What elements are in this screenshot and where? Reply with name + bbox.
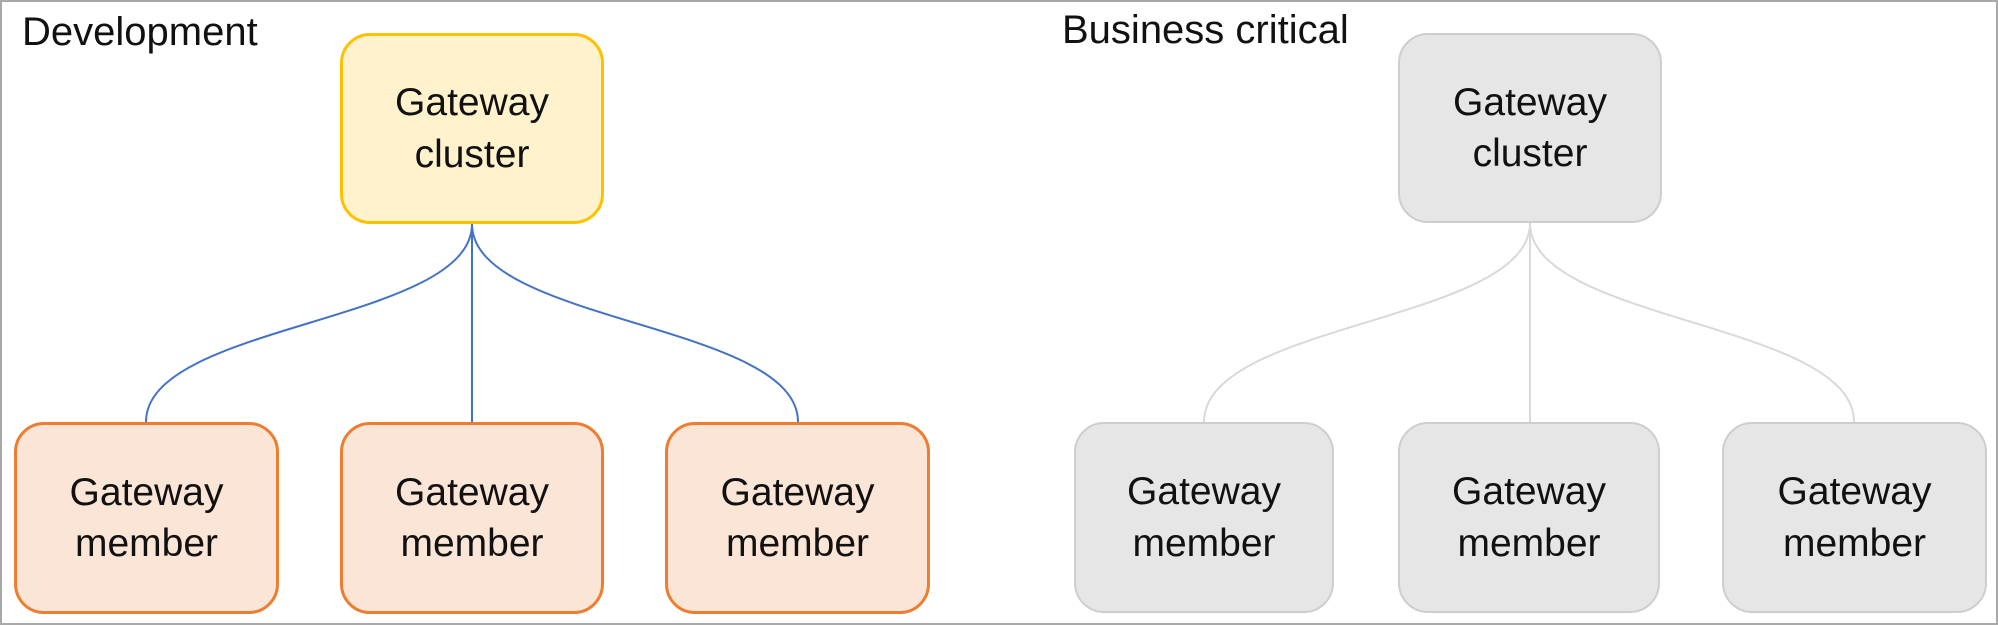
dev-gateway-member-label: Gateway member (395, 470, 549, 565)
bc-gateway-member-label: Gateway member (1452, 470, 1606, 565)
dev-gateway-member-node-2: Gateway member (340, 422, 604, 614)
bc-gateway-member-node-2: Gateway member (1398, 422, 1660, 613)
group-title-business-critical: Business critical (1062, 8, 1349, 52)
bc-gateway-member-label: Gateway member (1777, 470, 1932, 565)
dev-gateway-member-node-3: Gateway member (665, 422, 930, 614)
bc-gateway-member-label: Gateway member (1127, 470, 1281, 565)
dev-gateway-member-label: Gateway member (69, 470, 224, 565)
connector-dev-cluster-to-member-1 (145, 223, 473, 423)
group-title-development: Development (22, 10, 258, 54)
connector-bc-cluster-to-member-3 (1529, 222, 1855, 423)
dev-gateway-cluster-label: Gateway cluster (395, 81, 549, 176)
dev-gateway-cluster-node: Gateway cluster (340, 33, 604, 224)
bc-gateway-cluster-node: Gateway cluster (1398, 33, 1662, 223)
bc-gateway-member-node-1: Gateway member (1074, 422, 1334, 613)
dev-gateway-member-label: Gateway member (720, 470, 875, 565)
bc-gateway-member-node-3: Gateway member (1722, 422, 1987, 613)
bc-gateway-cluster-label: Gateway cluster (1453, 80, 1607, 175)
connector-bc-cluster-to-member-1 (1203, 222, 1531, 423)
connector-dev-cluster-to-member-3 (471, 223, 799, 423)
dev-gateway-member-node-1: Gateway member (14, 422, 279, 614)
